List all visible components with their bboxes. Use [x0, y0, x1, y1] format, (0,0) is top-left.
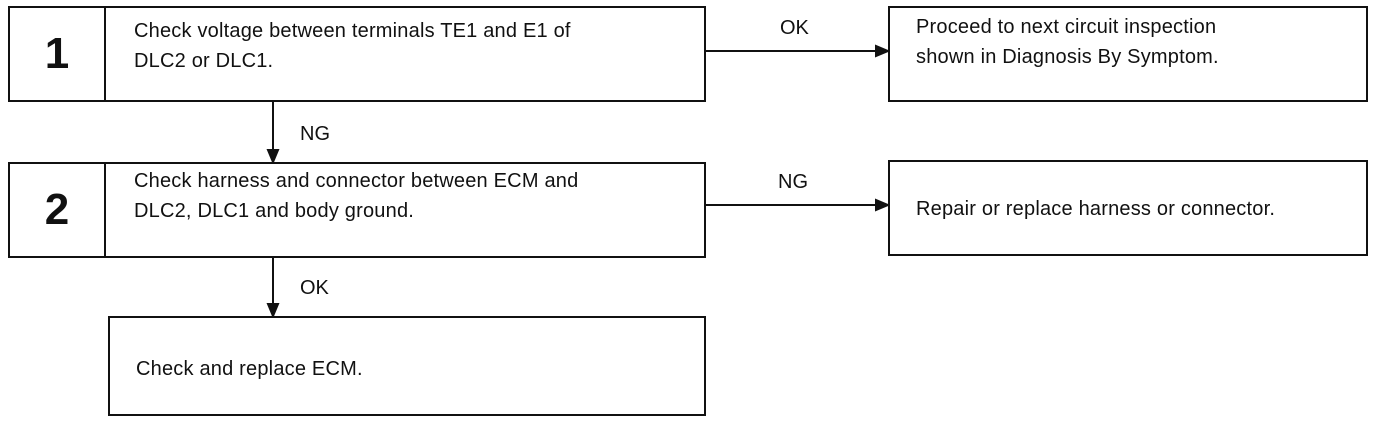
arrowhead-step2-ok	[266, 303, 280, 319]
arrowhead-step2-ng	[875, 198, 891, 212]
replace-ecm-text: Check and replace ECM.	[136, 358, 363, 380]
step-2-box: 2 Check harness and connector between EC…	[8, 162, 706, 258]
step-2-text: Check harness and connector between ECM …	[134, 166, 690, 226]
step-1-ok-label: OK	[780, 17, 809, 39]
step-1-text: Check voltage between terminals TE1 and …	[134, 16, 690, 76]
replace-ecm-box: Check and replace ECM.	[108, 316, 706, 416]
proceed-text-line: shown in Diagnosis By Symptom.	[916, 46, 1219, 68]
arrowhead-step1-ng	[266, 149, 280, 165]
step-1-number: 1	[10, 8, 106, 100]
step-1-text-line: DLC2 or DLC1.	[134, 50, 274, 72]
step-1-ng-label: NG	[300, 123, 330, 145]
proceed-next-inspection-text: Proceed to next circuit inspection shown…	[916, 12, 1219, 72]
repair-replace-box: Repair or replace harness or connector.	[888, 160, 1368, 256]
step-1-text-line: Check voltage between terminals TE1 and …	[134, 20, 571, 42]
proceed-next-inspection-box: Proceed to next circuit inspection shown…	[888, 6, 1368, 102]
step-2-ng-label: NG	[778, 171, 808, 193]
arrowhead-step1-ok	[875, 44, 891, 58]
step-2-ok-label: OK	[300, 277, 329, 299]
step-2-text-line: Check harness and connector between ECM …	[134, 170, 579, 192]
step-2-number: 2	[10, 164, 106, 256]
step-1-box: 1 Check voltage between terminals TE1 an…	[8, 6, 706, 102]
proceed-text-line: Proceed to next circuit inspection	[916, 16, 1217, 38]
step-2-text-line: DLC2, DLC1 and body ground.	[134, 200, 415, 222]
repair-replace-text: Repair or replace harness or connector.	[916, 198, 1276, 220]
